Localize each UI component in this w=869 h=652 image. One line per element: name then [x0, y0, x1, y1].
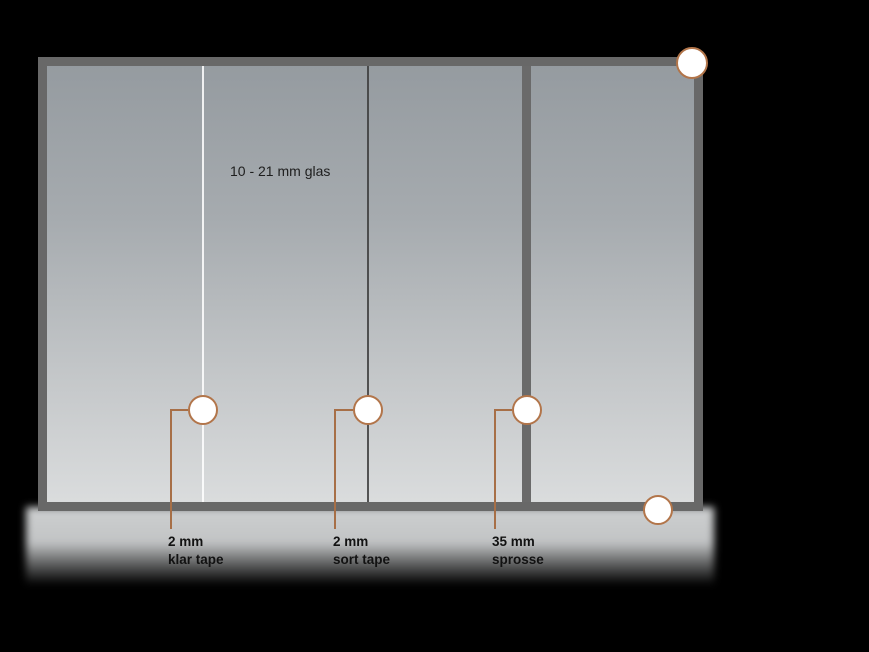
sprosse-divider — [522, 66, 531, 502]
sort-tape-label-line1: 2 mm — [333, 534, 369, 549]
klar-tape-label-line2: klar tape — [168, 551, 224, 567]
sprosse-label: 35 mm sprosse — [492, 533, 544, 569]
sprosse-label-line1: 35 mm — [492, 534, 535, 549]
klar-tape-label: 2 mm klar tape — [168, 533, 224, 569]
corner-bottom-right-marker-icon — [643, 495, 673, 525]
klar-tape-marker-icon — [188, 395, 218, 425]
sort-tape-label: 2 mm sort tape — [333, 533, 390, 569]
floor-shadow — [26, 507, 714, 585]
sort-tape-divider — [367, 66, 369, 502]
klar-tape-leader-horizontal — [170, 409, 188, 411]
sprosse-leader-vertical — [494, 409, 496, 529]
glass-frame: 10 - 21 mm glas — [38, 57, 703, 511]
sort-tape-label-line2: sort tape — [333, 551, 391, 567]
sort-tape-leader-vertical — [334, 409, 336, 529]
klar-tape-label-line1: 2 mm — [168, 534, 204, 549]
sprosse-marker-icon — [512, 395, 542, 425]
corner-top-right-marker-icon — [676, 47, 708, 79]
klar-tape-divider — [202, 66, 204, 502]
sort-tape-leader-horizontal — [334, 409, 353, 411]
sprosse-leader-horizontal — [494, 409, 512, 411]
sort-tape-marker-icon — [353, 395, 383, 425]
glass-size-label: 10 - 21 mm glas — [230, 163, 331, 179]
sprosse-label-line2: sprosse — [492, 551, 544, 567]
klar-tape-leader-vertical — [170, 409, 172, 529]
